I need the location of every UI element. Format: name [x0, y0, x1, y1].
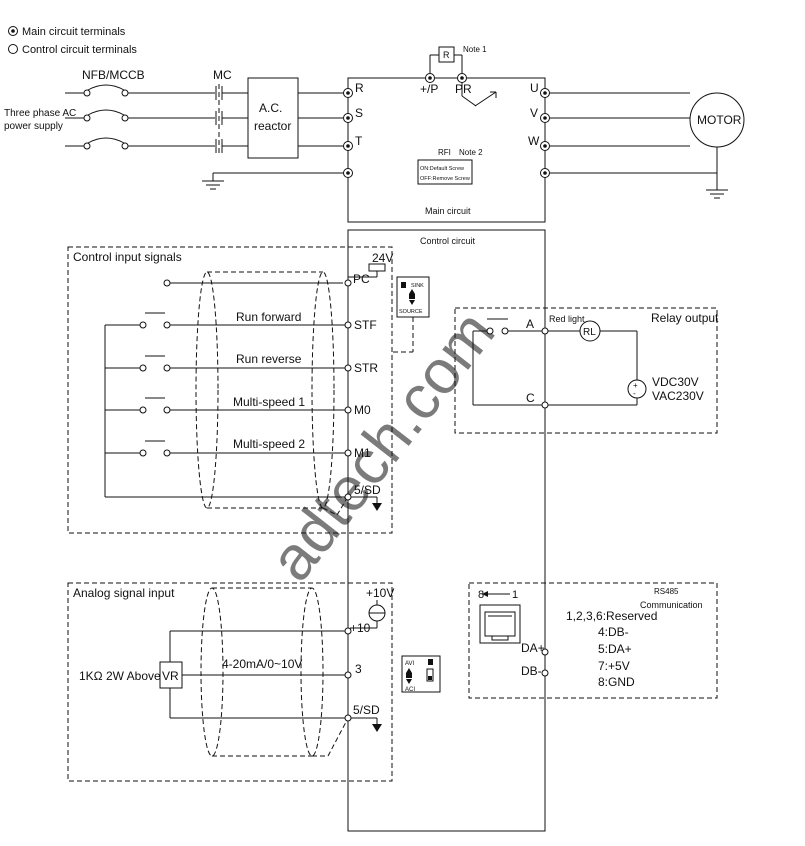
motor-label: MOTOR [697, 113, 742, 127]
input-label-multi-speed-1: Multi-speed 1 [233, 395, 305, 409]
terminal-r: R [355, 81, 364, 95]
terminal-sd-control: 5/SD [354, 483, 381, 497]
terminal-u: U [530, 81, 539, 95]
brake-resistor [438, 46, 455, 63]
breaker-label: NFB/MCCB [82, 68, 145, 82]
terminal-pr: PR [455, 82, 472, 96]
rs485-pin-da: 5:DA+ [598, 642, 632, 656]
rfi-off-label: OFF:Remove Screw [420, 176, 470, 182]
terminal-m1: M1 [354, 446, 371, 460]
red-light-label: Red light [549, 314, 585, 324]
reactor-box [247, 77, 299, 159]
aci-label: ACI [405, 687, 415, 693]
rs485-db-terminal: DB- [521, 664, 542, 678]
legend-main-terminals: Main circuit terminals [22, 26, 126, 38]
rs485-pin-reserved: 1,2,3,6:Reserved [566, 609, 657, 623]
rj45-port [479, 604, 521, 644]
relay-title: Relay output [651, 311, 719, 325]
analog-plus-10v: +10V [366, 586, 394, 600]
rs485-subtitle: Communication [640, 600, 703, 610]
label-24v: 24V [372, 251, 393, 265]
analog-title: Analog signal input [73, 586, 175, 600]
relay-output: Relay output Red light A C RL + - VDC30V… [454, 307, 719, 434]
relay-vac: VAC230V [652, 389, 704, 403]
control-input-signals: Control input signals 24V PC Run forward… [67, 246, 430, 534]
main-circuit: Main circuit R S T U V W R Note 1 +/P PR [343, 45, 550, 223]
relay-vdc: VDC30V [652, 375, 699, 389]
control-circuit-title: Control circuit [420, 236, 476, 246]
terminal-t: T [355, 134, 363, 148]
control-input-title: Control input signals [73, 250, 182, 264]
relay-lamp-label: RL [583, 327, 596, 338]
avi-aci-switch [401, 655, 441, 693]
input-label-run-reverse: Run reverse [236, 352, 302, 366]
contactor-label: MC [213, 68, 232, 82]
rs485-da-terminal: DA+ [521, 641, 545, 655]
terminal-p: +/P [420, 82, 438, 96]
analog-terminal-3: 3 [355, 662, 362, 676]
rfi-box [417, 159, 473, 185]
input-label-run-forward: Run forward [236, 310, 301, 324]
svg-text:-: - [633, 389, 636, 398]
rs485-pin-5v: 7:+5V [598, 659, 630, 673]
rs485-pin-db: 4:DB- [598, 625, 629, 639]
terminal-m0: M0 [354, 403, 371, 417]
source-label: SOURCE [399, 309, 423, 315]
analog-terminal-sd: 5/SD [353, 703, 380, 717]
analog-signal-input: Analog signal input +10V +10 VR 1KΩ 2W A… [67, 582, 441, 782]
avi-label: AVI [405, 661, 415, 667]
svg-text:+: + [633, 381, 638, 390]
vr-label: VR [162, 669, 179, 683]
terminal-stf: STF [354, 318, 377, 332]
relay-terminal-c: C [526, 391, 535, 405]
terminal-str: STR [354, 361, 378, 375]
reactor-label-2: reactor [254, 119, 291, 133]
sink-label: SINK [411, 283, 424, 289]
supply-label-1: Three phase AC [4, 108, 76, 119]
terminal-v: V [530, 106, 538, 120]
reactor-label-1: A.C. [259, 101, 282, 115]
input-label-multi-speed-2: Multi-speed 2 [233, 437, 305, 451]
control-circuit: Control circuit [347, 229, 546, 832]
analog-signal-label: 4-20mA/0~10V [222, 657, 302, 671]
supply-label-2: power supply [4, 121, 63, 132]
main-circuit-title: Main circuit [425, 206, 471, 216]
legend-control-terminals: Control circuit terminals [22, 44, 137, 56]
analog-terminal-plus10: +10 [350, 621, 371, 635]
rs485-communication: RS485 Communication 8 1 DA+ DB- 1,2,3,6:… [468, 582, 718, 699]
brake-resistor-label: R [443, 50, 450, 60]
rfi-on-label: ON:Default Screw [420, 166, 464, 172]
legend: Main circuit terminals Control circuit t… [8, 26, 137, 56]
rs485-pin-8: 8 [478, 589, 484, 601]
relay-terminal-a: A [526, 317, 534, 331]
note1-label: Note 1 [463, 45, 487, 54]
terminal-w: W [528, 134, 540, 148]
note2-label: Note 2 [459, 148, 483, 157]
motor: MOTOR [550, 92, 745, 199]
rfi-label: RFI [438, 148, 451, 157]
rs485-pin-1: 1 [512, 589, 518, 601]
terminal-s: S [355, 106, 363, 120]
rs485-pin-gnd: 8:GND [598, 675, 635, 689]
resistor-rating: 1KΩ 2W Above [79, 669, 161, 683]
rs485-title: RS485 [654, 587, 679, 596]
power-input: NFB/MCCB MC Three phase AC power supply … [4, 68, 345, 190]
terminal-pc: PC [353, 272, 370, 286]
